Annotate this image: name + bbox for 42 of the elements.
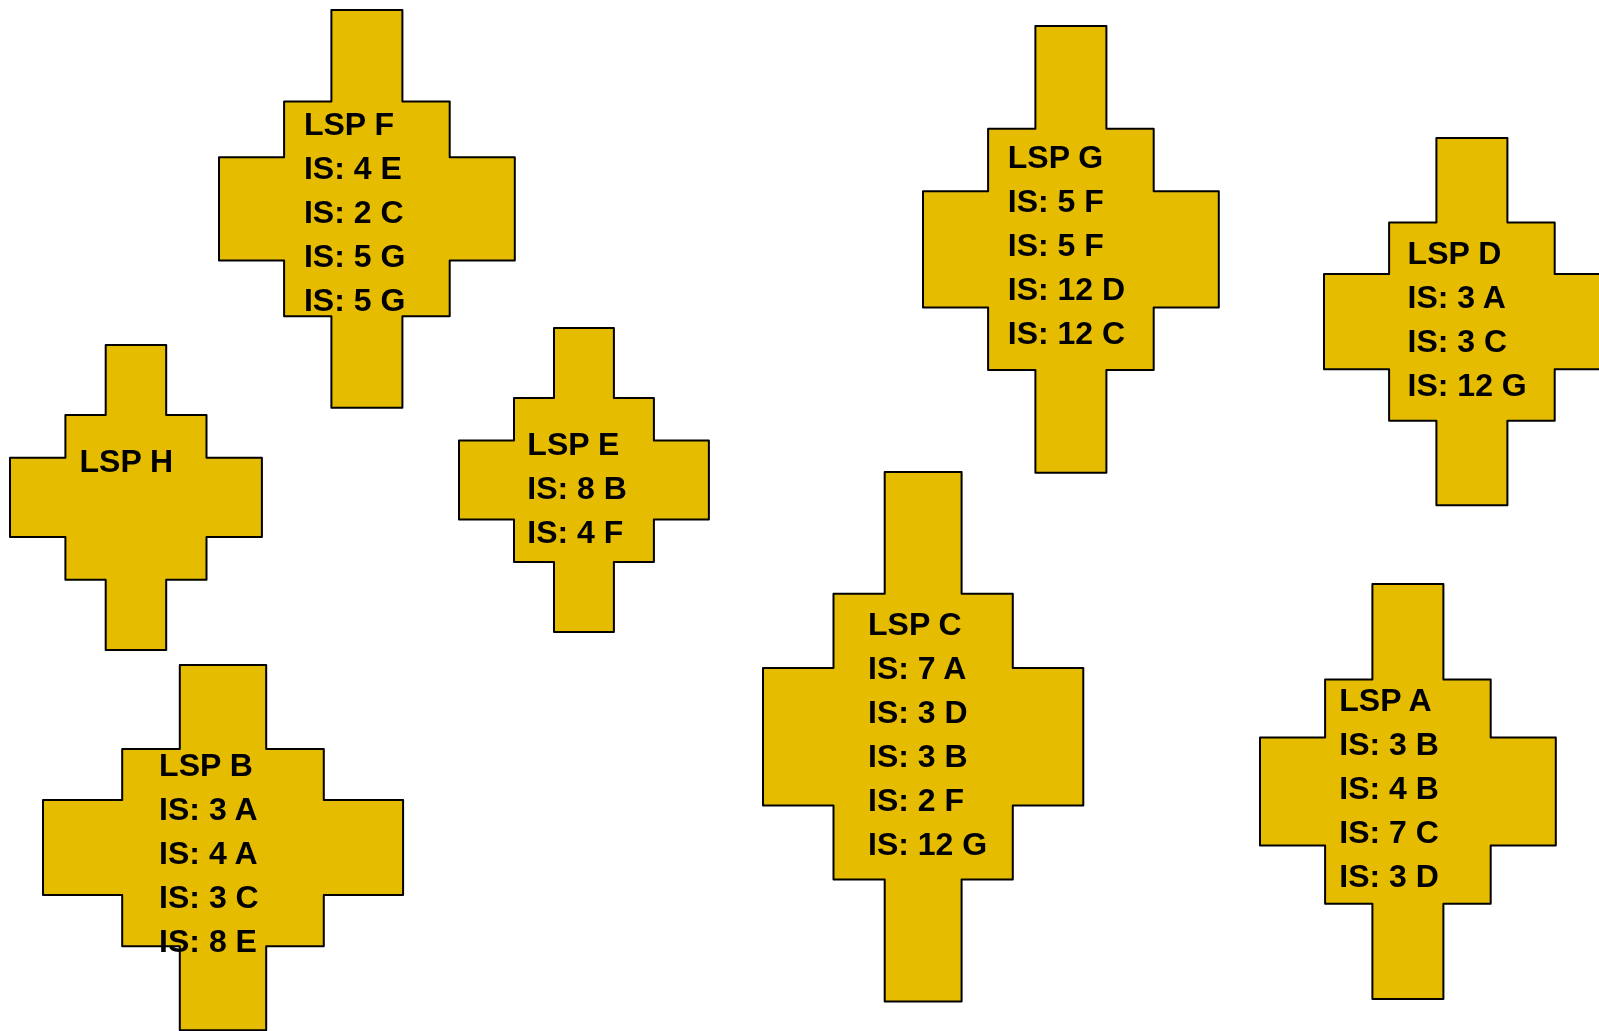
node-text: IS: 4 E: [303, 149, 402, 188]
node-text: IS: 5 G: [303, 237, 406, 276]
node-title: LSP A: [1339, 681, 1432, 721]
node-text: IS: 4 B: [1339, 769, 1439, 809]
cross-shape: [10, 344, 263, 650]
node-text: IS: 5 F: [1007, 181, 1104, 221]
node-text: IS: 3 A: [1407, 277, 1506, 317]
node-title: LSP G: [1007, 137, 1104, 177]
node-text: IS: 3 A: [159, 789, 258, 829]
node-text: IS: 3 B: [868, 736, 968, 776]
node-text: IS: 12 G: [868, 824, 988, 864]
node-text: IS: 3 D: [1339, 857, 1439, 897]
node-title: LSP E: [527, 425, 620, 465]
node-title: LSP B: [159, 745, 253, 785]
node-text: IS: 5 F: [1007, 225, 1104, 265]
node-title: LSP D: [1407, 233, 1502, 273]
node-text: IS: 3 B: [1339, 725, 1439, 765]
cross-shape: [1323, 137, 1599, 505]
node-text: IS: 7 A: [868, 648, 967, 688]
node-text: IS: 12 D: [1007, 269, 1126, 309]
node-text: IS: 3 C: [1407, 321, 1508, 361]
node-text: IS: 4 F: [527, 513, 624, 553]
node-text: IS: 3 D: [868, 692, 968, 732]
node-text: IS: 12 C: [1007, 313, 1126, 353]
node-text: IS: 2 C: [303, 193, 404, 232]
cross-shape: [762, 472, 1084, 1002]
node-text: IS: 4 A: [159, 833, 258, 873]
node-title: LSP H: [79, 441, 174, 481]
cross-shape: [459, 328, 709, 633]
node-text: IS: 8 B: [527, 469, 627, 509]
cross-shape: [923, 25, 1219, 473]
cross-shape: [1259, 584, 1556, 1000]
node-text: IS: 2 F: [868, 780, 964, 820]
cross-shape: [42, 665, 403, 1031]
node-title: LSP C: [868, 604, 962, 644]
node-text: IS: 3 C: [159, 877, 259, 917]
node-text: IS: 12 G: [1407, 365, 1527, 405]
node-text: IS: 7 C: [1339, 813, 1439, 853]
node-text: IS: 8 E: [159, 921, 257, 961]
cross-shape: [219, 10, 516, 408]
node-title: LSP F: [303, 105, 395, 144]
node-text: IS: 5 G: [303, 281, 406, 320]
